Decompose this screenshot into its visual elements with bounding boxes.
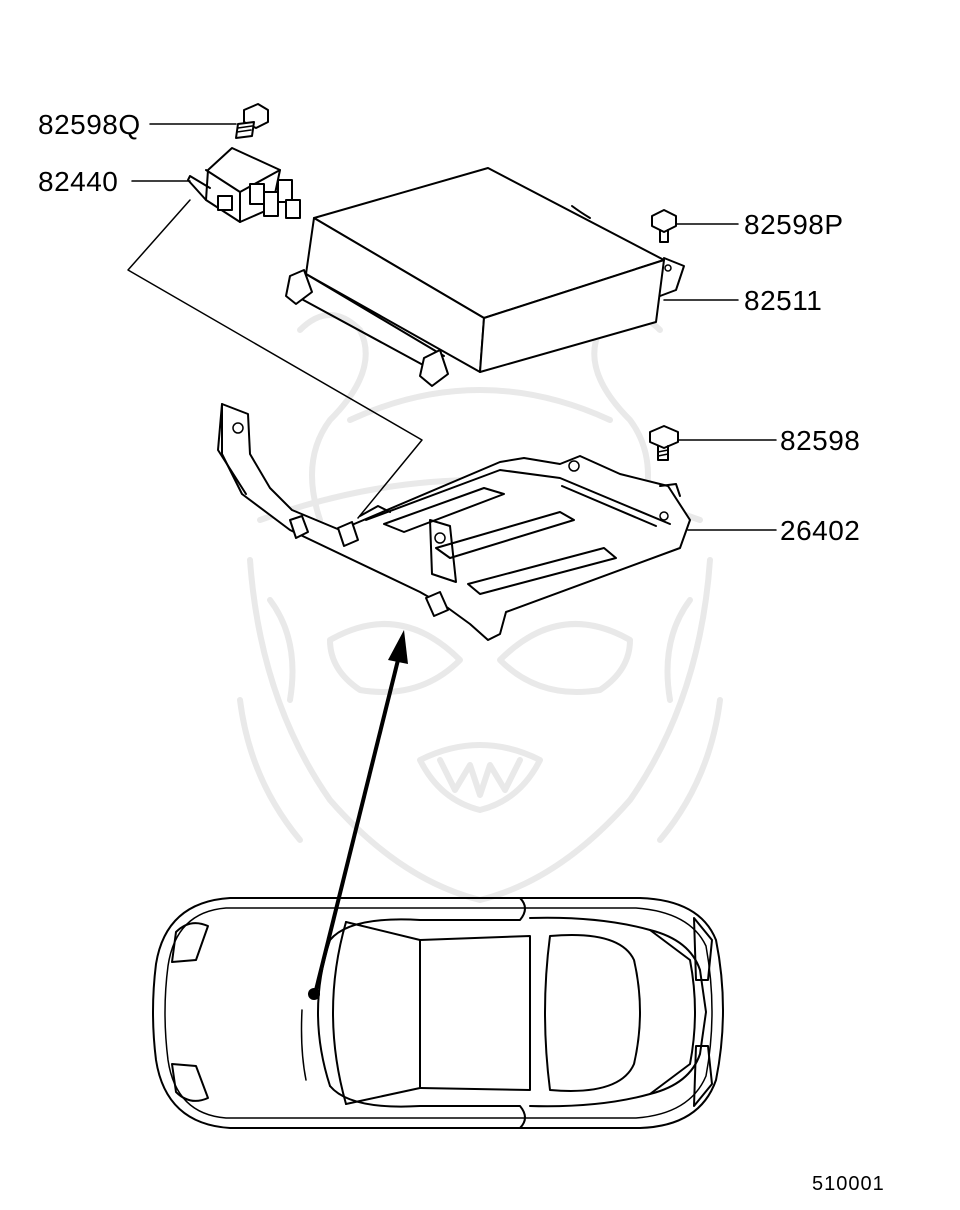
control-unit-82511-icon [285, 167, 685, 387]
part-label-82440: 82440 [38, 166, 118, 197]
diagram-id: 510001 [812, 1173, 885, 1195]
bolt-82598-icon [649, 425, 679, 461]
car-top-view-icon [152, 897, 724, 1129]
part-label-82598: 82598 [780, 425, 860, 456]
part-label-26402: 26402 [780, 515, 860, 546]
part-label-82598q: 82598Q [38, 109, 141, 140]
part-label-82598p: 82598P [744, 209, 844, 240]
bolt-82598q-icon [235, 103, 269, 139]
bolt-82598p-icon [651, 209, 677, 243]
bracket-26402-icon [217, 403, 691, 641]
relay-82440-icon [187, 147, 301, 223]
relay-location-leader [127, 199, 423, 519]
leader-lines [131, 123, 777, 531]
part-label-82511: 82511 [744, 285, 822, 316]
location-arrow [308, 630, 408, 1000]
